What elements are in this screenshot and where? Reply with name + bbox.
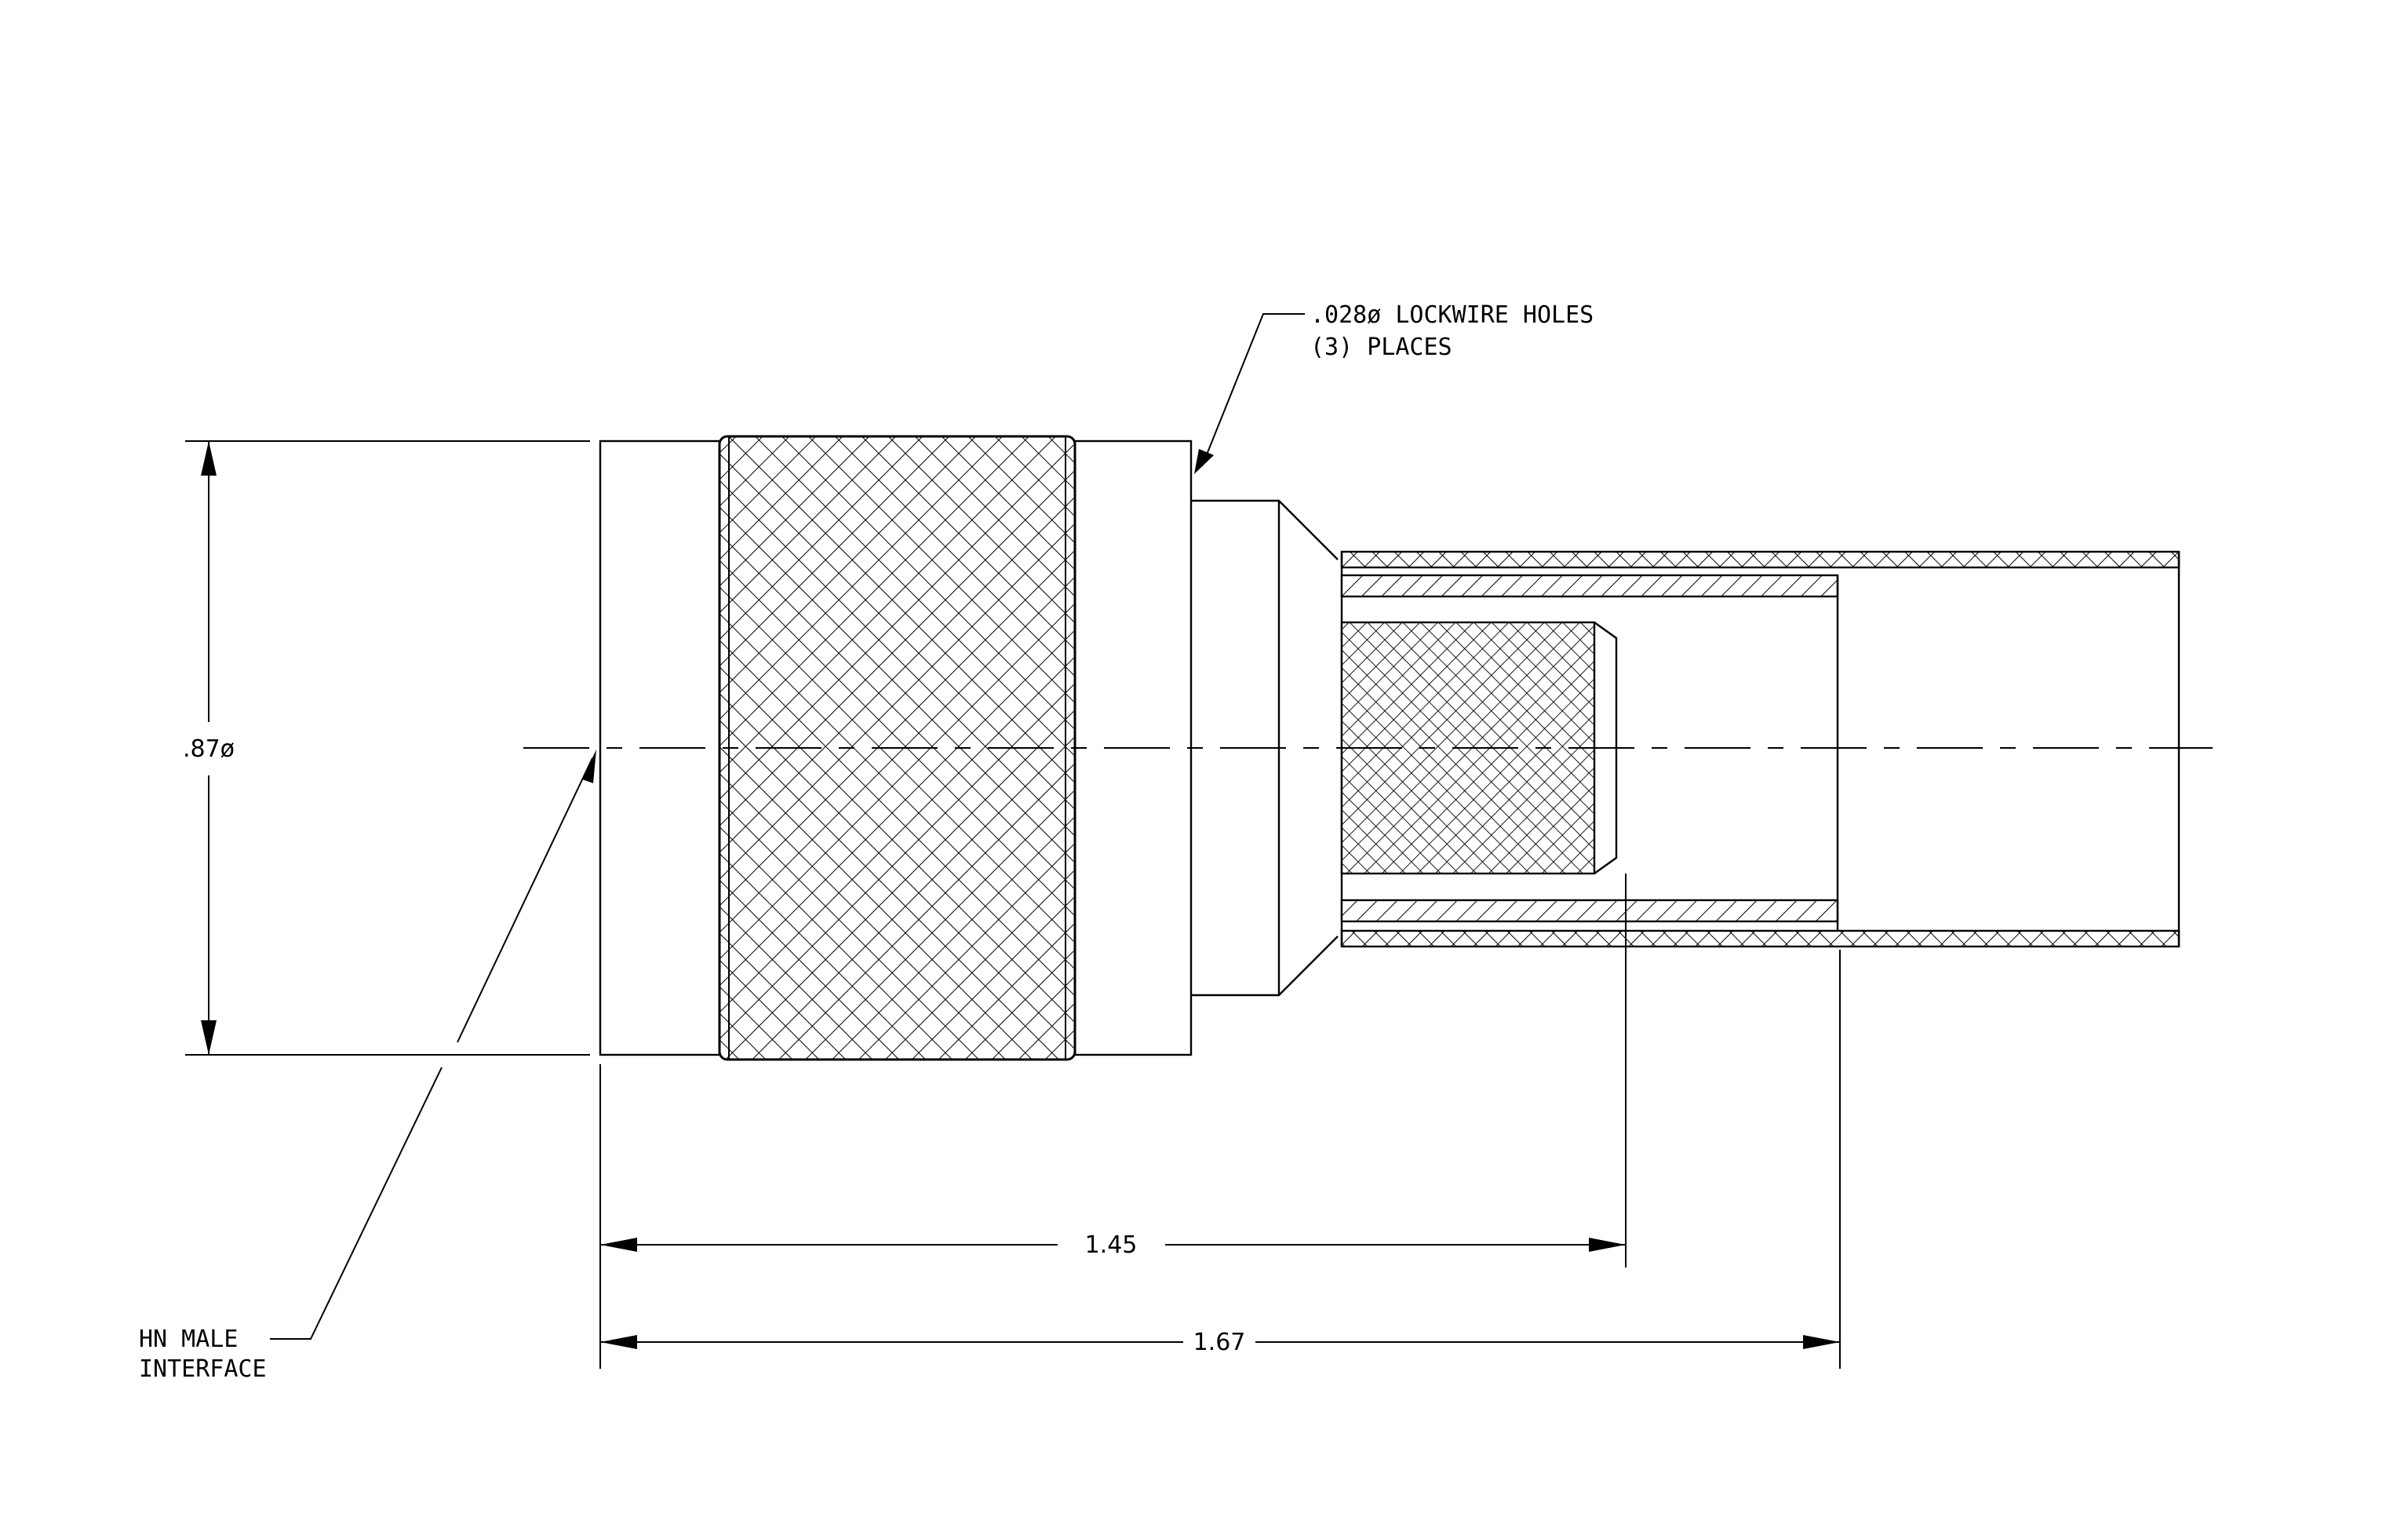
dimension-1-45 — [600, 1238, 1626, 1252]
diameter-dimension — [185, 440, 590, 1056]
interface-leader — [270, 750, 596, 1340]
length-extension-lines — [599, 874, 1841, 1369]
dimension-1-67 — [600, 1335, 1840, 1349]
interface-label-line2: INTERFACE — [139, 1355, 267, 1383]
dimension-1-67-value: 1.67 — [1193, 1329, 1246, 1356]
inner-sleeve — [1340, 574, 1839, 931]
lockwire-label-line1: .028ø LOCKWIRE HOLES — [1310, 301, 1594, 329]
dimension-1-45-value: 1.45 — [1085, 1231, 1138, 1259]
lockwire-label-line2: (3) PLACES — [1310, 334, 1452, 361]
outer-ferrule — [1340, 550, 2180, 948]
interface-label-line1: HN MALE — [139, 1326, 238, 1353]
lockwire-leader — [1194, 313, 1305, 474]
diameter-value: .87ø — [183, 735, 235, 763]
